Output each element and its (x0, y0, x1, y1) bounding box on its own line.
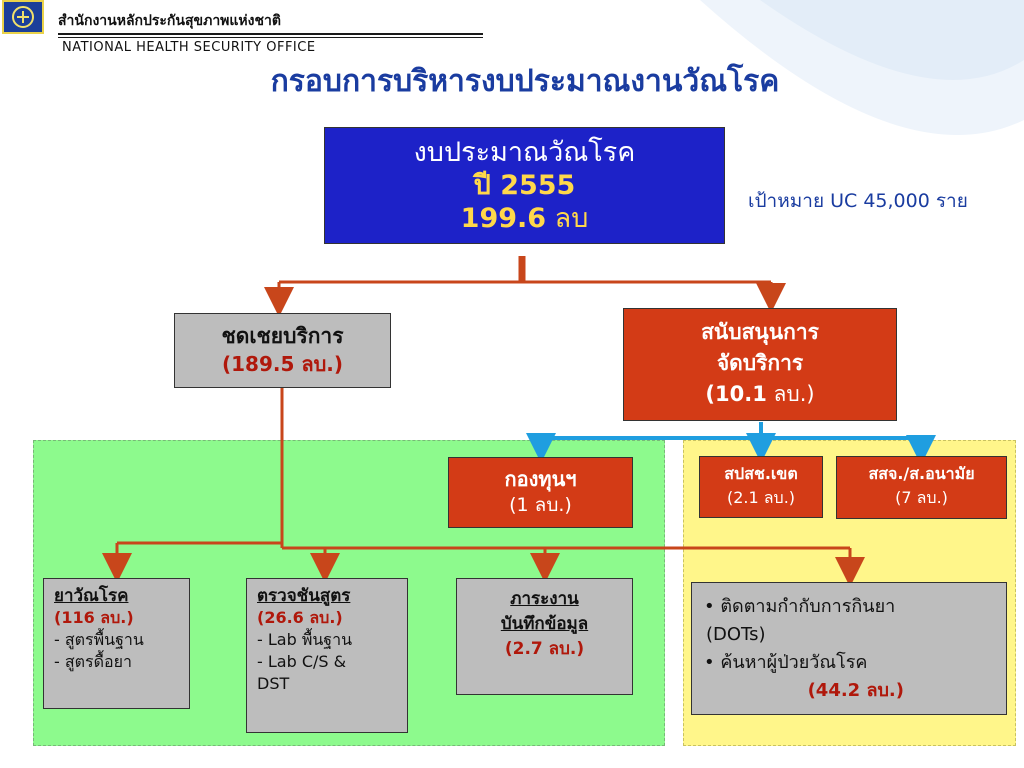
support-amount-number: (10.1 (705, 382, 767, 406)
drugs-title: ยาวัณโรค (54, 586, 129, 606)
lab-title: ตรวจชันสูตร (257, 586, 351, 606)
compensation-box: ชดเชยบริการ (189.5 ลบ.) (174, 313, 391, 388)
lab-amount: (26.6 ลบ.) (257, 608, 343, 627)
support-amount: (10.1 ลบ.) (624, 379, 896, 410)
root-year: ปี 2555 (473, 170, 576, 201)
provincial-label: สสจ./ส.อนามัย (868, 464, 975, 483)
support-box: สนับสนุนการ จัดบริการ (10.1 ลบ.) (623, 308, 897, 421)
root-amount-unit: ลบ (546, 203, 589, 234)
root-amount-number: 199.6 (460, 203, 547, 234)
support-line1: สนับสนุนการ (701, 320, 819, 344)
records-amount: (2.7 ลบ.) (504, 639, 585, 659)
fund-amount: (1 ลบ.) (509, 494, 572, 516)
drugs-amount: (116 ลบ.) (54, 608, 134, 627)
compensation-label: ชดเชยบริการ (221, 324, 344, 348)
drugs-item: - สูตรดื้อยา (54, 652, 132, 671)
lab-item: DST (257, 674, 290, 693)
records-title-2: บันทึกข้อมูล (500, 614, 589, 634)
root-title: งบประมาณวัณโรค (413, 137, 636, 168)
region-office-box: สปสช.เขต (2.1 ลบ.) (699, 456, 823, 518)
drugs-item: - สูตรพื้นฐาน (54, 630, 144, 649)
compensation-amount: (189.5 ลบ.) (221, 352, 344, 376)
target-label: เป้าหมาย UC 45,000 ราย (748, 190, 968, 212)
drugs-box: ยาวัณโรค (116 ลบ.) - สูตรพื้นฐาน - สูตรด… (43, 578, 190, 709)
followup-amount: (44.2 ลบ.) (807, 680, 904, 701)
root-amount: 199.6 ลบ (325, 202, 724, 235)
page-title: กรอบการบริหารงบประมาณงานวัณโรค (270, 64, 780, 99)
lab-item: - Lab C/S & (257, 652, 347, 671)
support-amount-unit: ลบ.) (766, 382, 815, 406)
followup-item-dots-cont: (DOTs) (706, 624, 766, 645)
provincial-office-box: สสจ./ส.อนามัย (7 ลบ.) (836, 456, 1007, 519)
root-budget-box: งบประมาณวัณโรค ปี 2555 199.6 ลบ (324, 127, 725, 244)
header-divider-thin (58, 37, 483, 38)
region-amount: (2.1 ลบ.) (726, 488, 796, 507)
header-divider (58, 33, 483, 35)
followup-item-dots: • ติดตามกำกับการกินยา (704, 596, 896, 617)
lab-box: ตรวจชันสูตร (26.6 ลบ.) - Lab พื้นฐาน - L… (246, 578, 408, 733)
org-name-thai: สำนักงานหลักประกันสุขภาพแห่งชาติ (58, 13, 281, 29)
lab-item: - Lab พื้นฐาน (257, 630, 353, 649)
followup-box: • ติดตามกำกับการกินยา (DOTs) • ค้นหาผู้ป… (691, 582, 1007, 715)
fund-label: กองทุนฯ (504, 467, 577, 491)
records-title-1: ภาระงาน (510, 589, 579, 609)
records-box: ภาระงาน บันทึกข้อมูล (2.7 ลบ.) (456, 578, 633, 695)
provincial-amount: (7 ลบ.) (895, 488, 948, 507)
support-line2: จัดบริการ (716, 351, 804, 375)
region-label: สปสช.เขต (724, 464, 798, 483)
followup-item-case-finding: • ค้นหาผู้ป่วยวัณโรค (704, 652, 868, 673)
org-name-english: NATIONAL HEALTH SECURITY OFFICE (62, 40, 316, 55)
nhso-logo (2, 0, 44, 34)
fund-box: กองทุนฯ (1 ลบ.) (448, 457, 633, 528)
